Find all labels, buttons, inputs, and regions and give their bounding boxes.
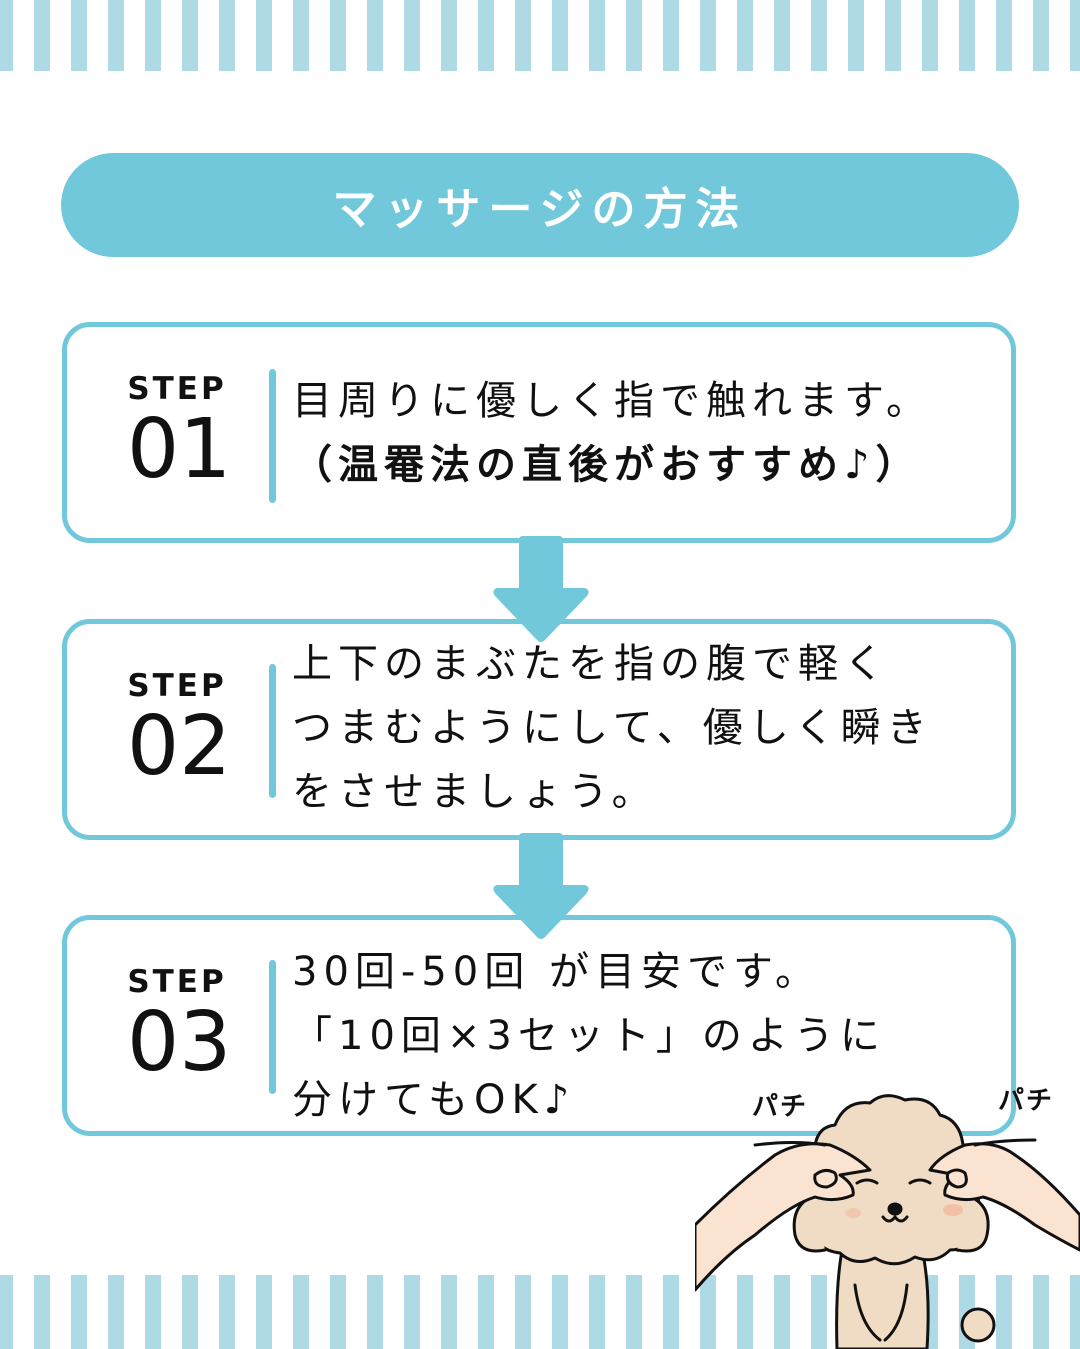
step-line: 上下のまぶたを指の腹で軽く — [292, 641, 890, 687]
step-description: 上下のまぶたを指の腹で軽く つまむようにして、優しく瞬き をさせましょう。 — [292, 632, 991, 824]
step-card-03: STEP 03 30回-50回 が目安です。 「10回×3セット」のように 分け… — [62, 915, 1016, 1136]
step-number: 02 — [127, 699, 232, 794]
poodle-massage-illustration — [695, 1094, 1080, 1349]
step-word: STEP — [127, 668, 227, 704]
step-description: 30回-50回 が目安です。 「10回×3セット」のように 分けてもOK♪ — [292, 940, 991, 1132]
step-line: 目周りに優しく指で触れます。 — [292, 378, 932, 424]
step-label: STEP 03 — [127, 964, 232, 1090]
step-divider — [269, 960, 276, 1094]
top-stripe-border — [0, 0, 1080, 71]
sound-effect-text: パチ — [998, 1086, 1055, 1116]
step-card-02: STEP 02 上下のまぶたを指の腹で軽く つまむようにして、優しく瞬き をさせ… — [62, 619, 1016, 840]
step-divider — [269, 664, 276, 798]
step-number: 03 — [127, 995, 232, 1090]
title-banner: マッサージの方法 — [61, 153, 1019, 257]
arrow-down-icon — [493, 536, 589, 642]
step-description: 目周りに優しく指で触れます。 （温罨法の直後がおすすめ♪） — [292, 369, 991, 497]
step-card-01: STEP 01 目周りに優しく指で触れます。 （温罨法の直後がおすすめ♪） — [62, 322, 1016, 543]
step-label: STEP 01 — [127, 371, 232, 497]
step-line: 30回-50回 が目安です。 — [292, 949, 821, 995]
step-word: STEP — [127, 964, 227, 1000]
step-line: 「10回×3セット」のように — [292, 1013, 886, 1059]
sound-effect-text: パチ — [752, 1092, 809, 1122]
step-line: （温罨法の直後がおすすめ♪） — [292, 442, 922, 488]
page-title: マッサージの方法 — [332, 184, 748, 235]
step-line: をさせましょう。 — [292, 769, 658, 815]
step-divider — [269, 369, 276, 503]
step-number: 01 — [127, 402, 232, 497]
step-line: つまむようにして、優しく瞬き — [292, 705, 933, 751]
arrow-down-icon — [493, 833, 589, 939]
step-line: 分けてもOK♪ — [292, 1077, 576, 1123]
step-word: STEP — [127, 371, 227, 407]
step-label: STEP 02 — [127, 668, 232, 794]
